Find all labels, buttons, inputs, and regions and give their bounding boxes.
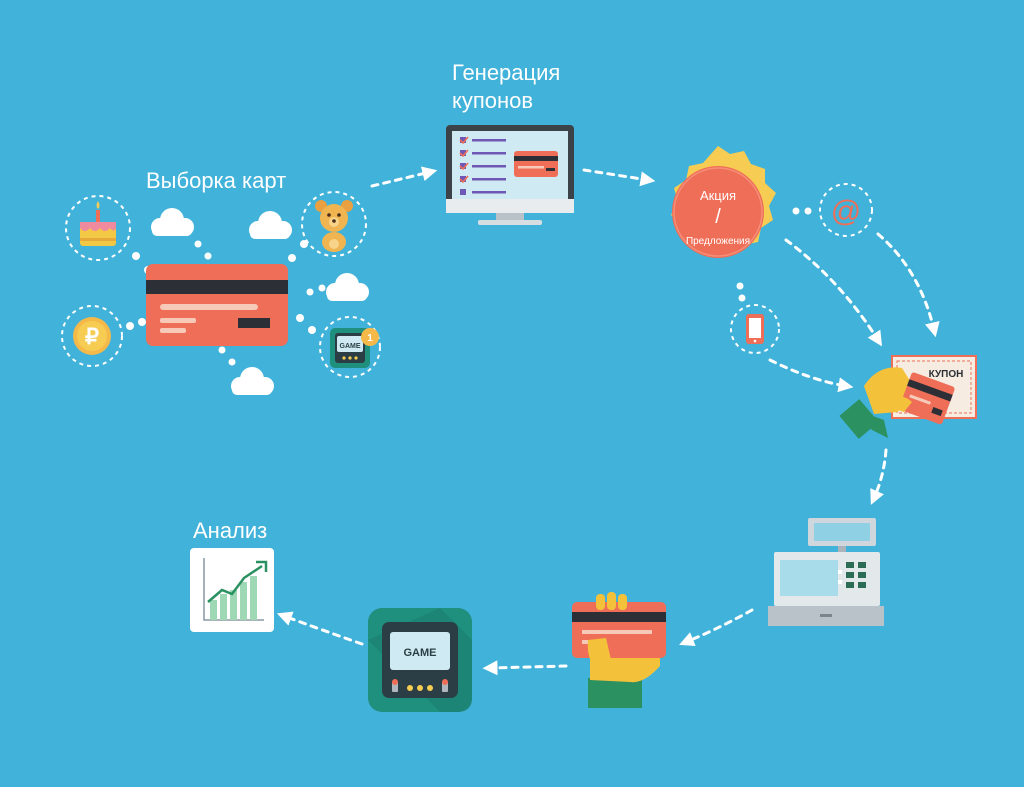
cloud-icon (326, 273, 369, 301)
ruble-symbol: ₽ (85, 324, 99, 349)
badge-line1: Акция (700, 188, 736, 203)
dot-chain-email (792, 207, 812, 215)
card-hand-icon (572, 592, 666, 708)
dot-chain-phone (736, 282, 746, 302)
monitor-checklist-icon (446, 125, 574, 225)
smartphone-icon (730, 304, 780, 354)
selection-credit-card (146, 264, 288, 346)
teddy-bear-icon (301, 191, 367, 257)
notification-count: 1 (367, 333, 373, 344)
ruble-coin-icon: ₽ (61, 305, 123, 367)
email-at-icon: @ (819, 183, 873, 237)
game-console-icon: GAME 1 (319, 316, 381, 378)
arrow-register-to-payment (679, 608, 754, 647)
arrow-payment-to-game (482, 660, 568, 676)
card-selection-label: Выборка карт (146, 168, 287, 193)
game-console-large-icon: GAME (368, 608, 472, 712)
analytics-chart-icon (190, 548, 274, 632)
coupon-generation-label-line1: Генерация (452, 60, 561, 85)
arrow-coupon-to-register (870, 448, 888, 505)
arrow-game-to-analysis (276, 611, 364, 646)
promo-badge-icon: Акция / Предложения (671, 146, 776, 258)
coupon-label: КУПОН (929, 369, 964, 380)
game-label-large: GAME (404, 647, 437, 659)
badge-separator: / (715, 206, 721, 228)
dot-chain-ruble (126, 318, 146, 330)
badge-line2: Предложения (686, 236, 750, 247)
game-label-small: GAME (340, 343, 361, 350)
dot-chain-game (296, 314, 316, 334)
arrow-selection-to-generation (370, 166, 438, 188)
arrow-generation-to-badge (582, 168, 656, 187)
dot-chain-bear (288, 240, 308, 262)
coupon-generation-label-line2: купонов (452, 88, 534, 113)
arrow-phone-to-coupon (768, 358, 854, 393)
arrow-badge-to-coupon (784, 238, 883, 347)
birthday-cake-icon (65, 195, 131, 261)
cash-register-icon (768, 518, 884, 626)
coupon-hand-icon: КУПОН (839, 355, 977, 439)
cloud-icon (231, 367, 274, 395)
cloud-icon (151, 208, 194, 236)
cloud-icon (249, 211, 292, 239)
analysis-label: Анализ (193, 518, 268, 543)
arrow-email-to-coupon (876, 232, 940, 338)
email-symbol: @ (831, 195, 861, 228)
